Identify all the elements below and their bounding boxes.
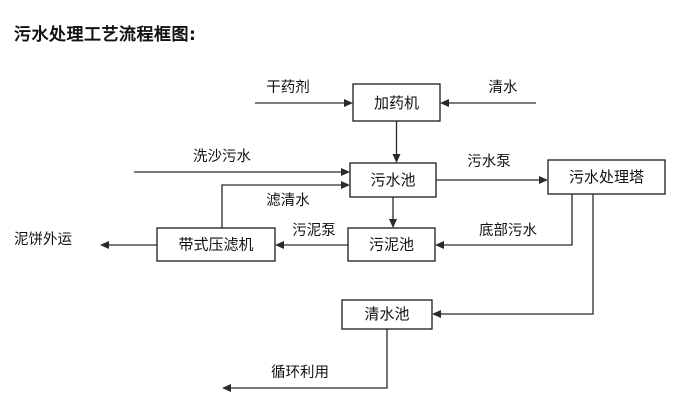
edge-label-recycle: 循环利用	[271, 364, 329, 381]
edge-cake-out: 泥饼外运	[14, 231, 157, 249]
edge-sand-wash-in: 洗沙污水	[134, 148, 350, 176]
edge-dosing-to-sewage	[392, 121, 401, 163]
edge-label-sand-wash: 洗沙污水	[193, 148, 251, 165]
node-sewage-pool[interactable]: 污水池	[349, 162, 437, 198]
edge-label-bottom-sewage: 底部污水	[479, 222, 537, 239]
edge-label-clean-water: 清水	[489, 79, 518, 96]
edge-tower-to-clear	[432, 194, 594, 318]
node-dosing-machine[interactable]: 加药机	[352, 83, 441, 122]
node-label-belt-press: 带式压滤机	[178, 236, 253, 254]
edge-label-sludge-pump: 污泥泵	[292, 222, 336, 239]
page-title: 污水处理工艺流程框图:	[14, 25, 197, 45]
edge-label-filtrate: 滤清水	[266, 192, 310, 209]
edge-recycle: 循环利用	[222, 329, 388, 392]
node-label-clear-pool: 清水池	[364, 305, 409, 323]
terminal-label-cake-out: 泥饼外运	[14, 231, 72, 248]
node-label-treatment-tower: 污水处理塔	[569, 168, 644, 186]
node-belt-press[interactable]: 带式压滤机	[156, 227, 276, 262]
edge-clean-water-in: 清水	[440, 79, 536, 107]
edge-sewage-pump: 污水泵	[436, 153, 548, 184]
edge-sewage-to-sludge	[389, 197, 397, 228]
edge-label-dry-reagent: 干药剂	[266, 79, 310, 96]
edge-filtrate-return: 滤清水	[221, 181, 350, 228]
edge-sludge-pump: 污泥泵	[275, 222, 348, 249]
node-label-sludge-pool: 污泥池	[369, 236, 414, 254]
edge-label-sewage-pump: 污水泵	[467, 153, 511, 170]
node-clear-pool[interactable]: 清水池	[341, 299, 433, 330]
node-sludge-pool[interactable]: 污泥池	[347, 227, 436, 262]
edge-dry-reagent-in: 干药剂	[255, 79, 353, 107]
node-treatment-tower[interactable]: 污水处理塔	[547, 159, 666, 195]
node-label-dosing-machine: 加药机	[374, 94, 419, 112]
edge-bottom-sewage: 底部污水	[435, 194, 573, 249]
node-label-sewage-pool: 污水池	[370, 171, 415, 189]
